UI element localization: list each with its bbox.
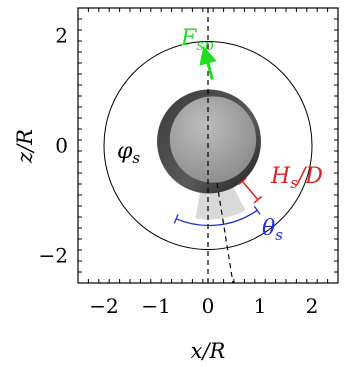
theta-arc-end-right	[253, 205, 261, 215]
gap-bracket	[241, 180, 259, 201]
sector-angle-label: θs	[262, 216, 283, 244]
y-tick-label: 2	[55, 24, 68, 48]
axis-ticks	[77, 7, 339, 284]
spring-force-arrow	[199, 46, 217, 80]
theta-arc-end-left	[173, 213, 179, 224]
spring-force-label: Fsp	[180, 26, 214, 54]
theta-arc	[175, 209, 258, 227]
y-axis-label: z/R	[13, 129, 37, 164]
particle-core	[169, 96, 257, 183]
gap-bracket-cap-inner	[238, 177, 247, 186]
gap-ratio-label: Hs/D	[270, 164, 323, 192]
x-tick-label: 2	[306, 294, 319, 318]
gap-bracket-cap-outer	[253, 195, 263, 204]
outer-boundary-circle	[103, 41, 313, 250]
y-tick-label: −2	[39, 244, 68, 268]
x-tick-label: 1	[254, 294, 267, 318]
x-tick-label: 0	[202, 294, 215, 318]
tilted-centerline	[216, 183, 234, 284]
x-axis-label: x/R	[191, 339, 226, 363]
x-tick-labels: −2 −1 0 1 2	[89, 294, 318, 318]
x-tick-label: −2	[89, 294, 118, 318]
y-tick-label: 0	[55, 134, 68, 158]
y-tick-labels: 2 0 −2	[39, 24, 68, 268]
outer-angle-label: φs	[117, 139, 140, 167]
x-tick-label: −1	[141, 294, 170, 318]
